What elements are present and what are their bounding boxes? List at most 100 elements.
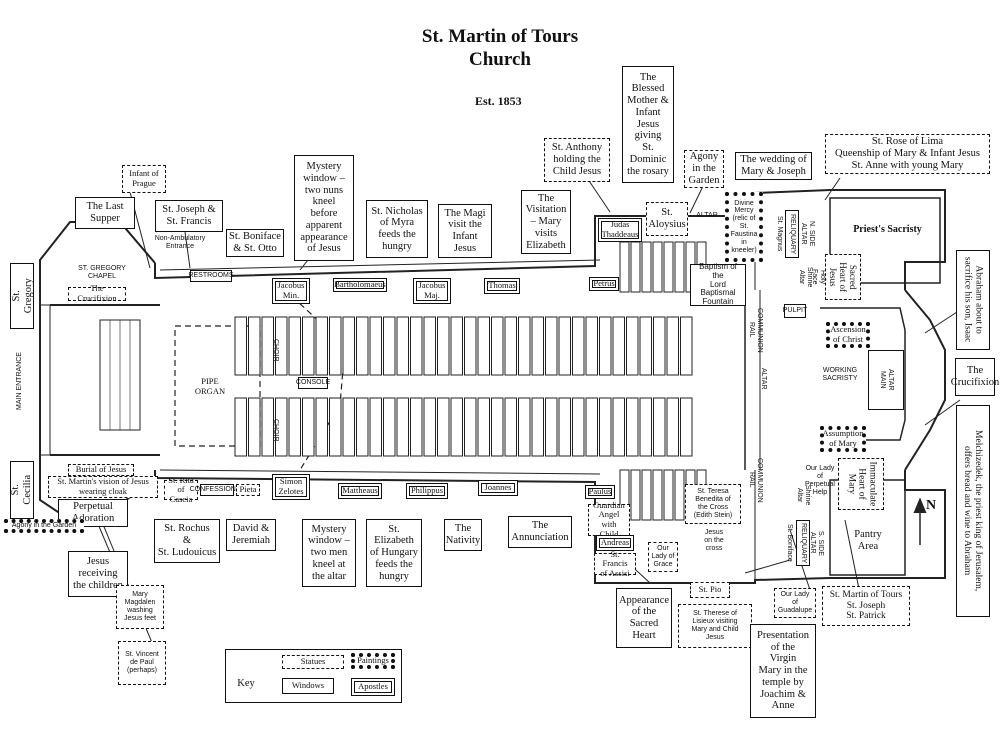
pew-south	[504, 397, 517, 457]
label-main-altar: ALTAR MAIN	[868, 350, 904, 410]
label-wedding-mary-joseph[interactable]: The wedding of Mary & Joseph	[735, 152, 812, 180]
pew-north	[612, 316, 625, 376]
pew-south	[531, 397, 544, 457]
label-annunciation[interactable]: The Annunciation	[508, 516, 572, 548]
label-choir-north: CHOIR	[271, 338, 279, 362]
label-melchizedek[interactable]: Melchizedek, the priest king of Jerusale…	[956, 405, 990, 617]
label-burial-of-jesus[interactable]: Burial of Jesus	[68, 464, 134, 476]
label-crucifixion-chapel[interactable]: The Crucifixion	[68, 284, 126, 303]
label-martin-joseph-patrick[interactable]: St. Martin of Tours St. Joseph St. Patri…	[822, 586, 910, 626]
label-communion-rail-south: COMMUNION RAIL	[748, 457, 763, 503]
label-blessed-mother[interactable]: The Blessed Mother & Infant Jesus giving…	[622, 66, 674, 183]
label-main-entrance: MAIN ENTRANCE	[16, 352, 24, 410]
label-st-gregory[interactable]: St. Gregory	[10, 263, 34, 329]
label-agony-garden-top[interactable]: Agony in the Garden	[684, 150, 724, 188]
legend-key: Key Statues Paintings Windows Apostles	[225, 649, 402, 703]
label-sacred-heart-of-jesus[interactable]: Sacred Heart of Jesus	[825, 254, 861, 300]
label-altar-north-chapel: ALTAR	[696, 212, 718, 220]
pew-south	[248, 397, 261, 457]
label-shrine-altar-south: Shrine Altar	[796, 484, 811, 506]
label-divine-mercy[interactable]: Divine Mercy (relic of St. Faustina in k…	[725, 192, 763, 262]
label-nativity[interactable]: The Nativity	[444, 519, 482, 551]
pew-south	[599, 397, 612, 457]
label-immaculate-heart[interactable]: Immaculate Heart of Mary	[838, 458, 884, 510]
label-agony-garden-left[interactable]: Agony in the Garden	[4, 519, 84, 533]
pew-south	[477, 397, 490, 457]
label-visitation[interactable]: The Visitation – Mary visits Elizabeth	[521, 190, 571, 254]
label-philippus[interactable]: Philippus	[406, 483, 448, 499]
label-pulpit: PULPIT	[783, 304, 807, 318]
label-judas-thaddeaus[interactable]: Judas Thaddeaus	[598, 218, 642, 242]
apse-wall	[904, 289, 946, 471]
label-guadalupe[interactable]: Our Lady of Guadalupe	[774, 588, 816, 618]
label-david-jeremiah[interactable]: David & Jeremiah	[226, 519, 276, 551]
label-baptism-of-the-lord[interactable]: Baptism of the Lord Baptismal Fountain	[690, 262, 746, 306]
label-vincent-de-paul[interactable]: St. Vincent de Paul (perhaps)	[118, 641, 166, 685]
pew-north	[504, 316, 517, 376]
label-last-supper[interactable]: The Last Supper	[75, 197, 135, 229]
label-bartholomaeus[interactable]: Bartholomaeus	[333, 278, 387, 292]
label-jacobus-min[interactable]: Jacobus Min.	[272, 278, 310, 304]
label-joseph-francis[interactable]: St. Joseph & St. Francis	[155, 200, 223, 232]
pew-south	[666, 397, 679, 457]
label-mary-magdalen[interactable]: Mary Magdalen washing Jesus feet	[116, 585, 164, 629]
label-crucifixion-right[interactable]: The Crucifixion	[951, 358, 999, 396]
label-jesus-receiving-children[interactable]: Jesus receiving the children	[68, 551, 128, 597]
pew-north	[666, 316, 679, 376]
pew-south	[234, 397, 247, 457]
label-thomas[interactable]: Thomas	[484, 278, 520, 294]
pew-north	[464, 316, 477, 376]
label-assumption[interactable]: Assumption of Mary	[820, 426, 866, 452]
label-sacred-heart-text: Sacred Heart of Jesus	[827, 262, 859, 292]
label-pipe-organ: PIPE ORGAN	[194, 376, 226, 396]
label-francis-assisi[interactable]: St. Francis of Assisi	[594, 549, 636, 578]
pew-north	[396, 316, 409, 376]
label-abraham-isaac[interactable]: Abraham about to sacrifice his son, Isaa…	[956, 250, 990, 350]
pew-north-transept	[619, 241, 630, 293]
pew-south	[450, 397, 463, 457]
label-rochus-ludouicus[interactable]: St. Rochus & St. Ludouicus	[154, 519, 220, 563]
pew-south	[491, 397, 504, 457]
pew-south	[464, 397, 477, 457]
label-lady-of-grace[interactable]: Our Lady of Grace	[648, 542, 678, 572]
label-magi[interactable]: The Magi visit the Infant Jesus	[438, 204, 492, 258]
label-mattheaus[interactable]: Mattheaus	[338, 483, 382, 499]
label-communion-rail-north: COMMUNION RAIL	[748, 307, 763, 353]
label-paulus[interactable]: Paulus	[585, 485, 615, 499]
label-st-cecilia[interactable]: St. Cecilia	[10, 461, 34, 519]
pew-south-transept	[652, 469, 663, 521]
label-martins-vision[interactable]: St. Martin's vision of Jesus wearing clo…	[48, 476, 158, 498]
pew-south	[329, 397, 342, 457]
label-boniface-otto[interactable]: St. Boniface & St. Otto	[226, 229, 284, 257]
label-jacobus-maj[interactable]: Jacobus Maj.	[413, 278, 451, 304]
label-mystery-window-men[interactable]: Mystery window – two men kneel at the al…	[302, 519, 356, 587]
label-ascension[interactable]: Ascension of Christ	[826, 322, 870, 348]
label-simon-zelotes[interactable]: Simon Zelotes	[272, 474, 310, 500]
pew-south	[275, 397, 288, 457]
pew-north	[383, 316, 396, 376]
pew-south	[383, 397, 396, 457]
label-elizabeth-hungary[interactable]: St. Elizabeth of Hungary feeds the hungr…	[366, 519, 422, 587]
label-joannes[interactable]: Joannes	[478, 480, 518, 496]
label-st-pio[interactable]: St. Pio	[690, 582, 730, 598]
label-guardian-angel[interactable]: Guardian Angel with Child	[588, 500, 630, 538]
label-presentation-virgin[interactable]: Presentation of the Virgin Mary in the t…	[750, 624, 816, 718]
label-nicholas-of-myra[interactable]: St. Nicholas of Myra feeds the hungry	[366, 200, 428, 258]
label-confessional: CONFESSIONAL	[190, 484, 244, 496]
pew-south	[585, 397, 598, 457]
label-appearance-sacred-heart[interactable]: Appearance of the Sacred Heart	[616, 588, 672, 648]
label-st-aloysius[interactable]: St. Aloysius	[646, 202, 688, 236]
label-petrus[interactable]: Petrus	[589, 277, 619, 291]
label-st-anthony[interactable]: St. Anthony holding the Child Jesus	[544, 138, 610, 182]
label-mystery-window-nuns[interactable]: Mystery window – two nuns kneel before a…	[294, 155, 354, 261]
label-rose-of-lima[interactable]: St. Rose of Lima Queenship of Mary & Inf…	[825, 134, 990, 174]
label-pieta[interactable]: Pieta	[236, 484, 260, 496]
pew-north	[653, 316, 666, 376]
label-andreas[interactable]: Andreas	[596, 535, 634, 551]
label-therese-lisieux[interactable]: St. Therese of Lisieux visiting Mary and…	[678, 604, 752, 648]
label-infant-of-prague[interactable]: Infant of Prague	[122, 165, 166, 193]
label-st-rita[interactable]: St. Rita of Cascia	[164, 475, 198, 504]
label-teresa-benedita[interactable]: St. Teresa Benedita of the Cross (Edith …	[685, 484, 741, 524]
